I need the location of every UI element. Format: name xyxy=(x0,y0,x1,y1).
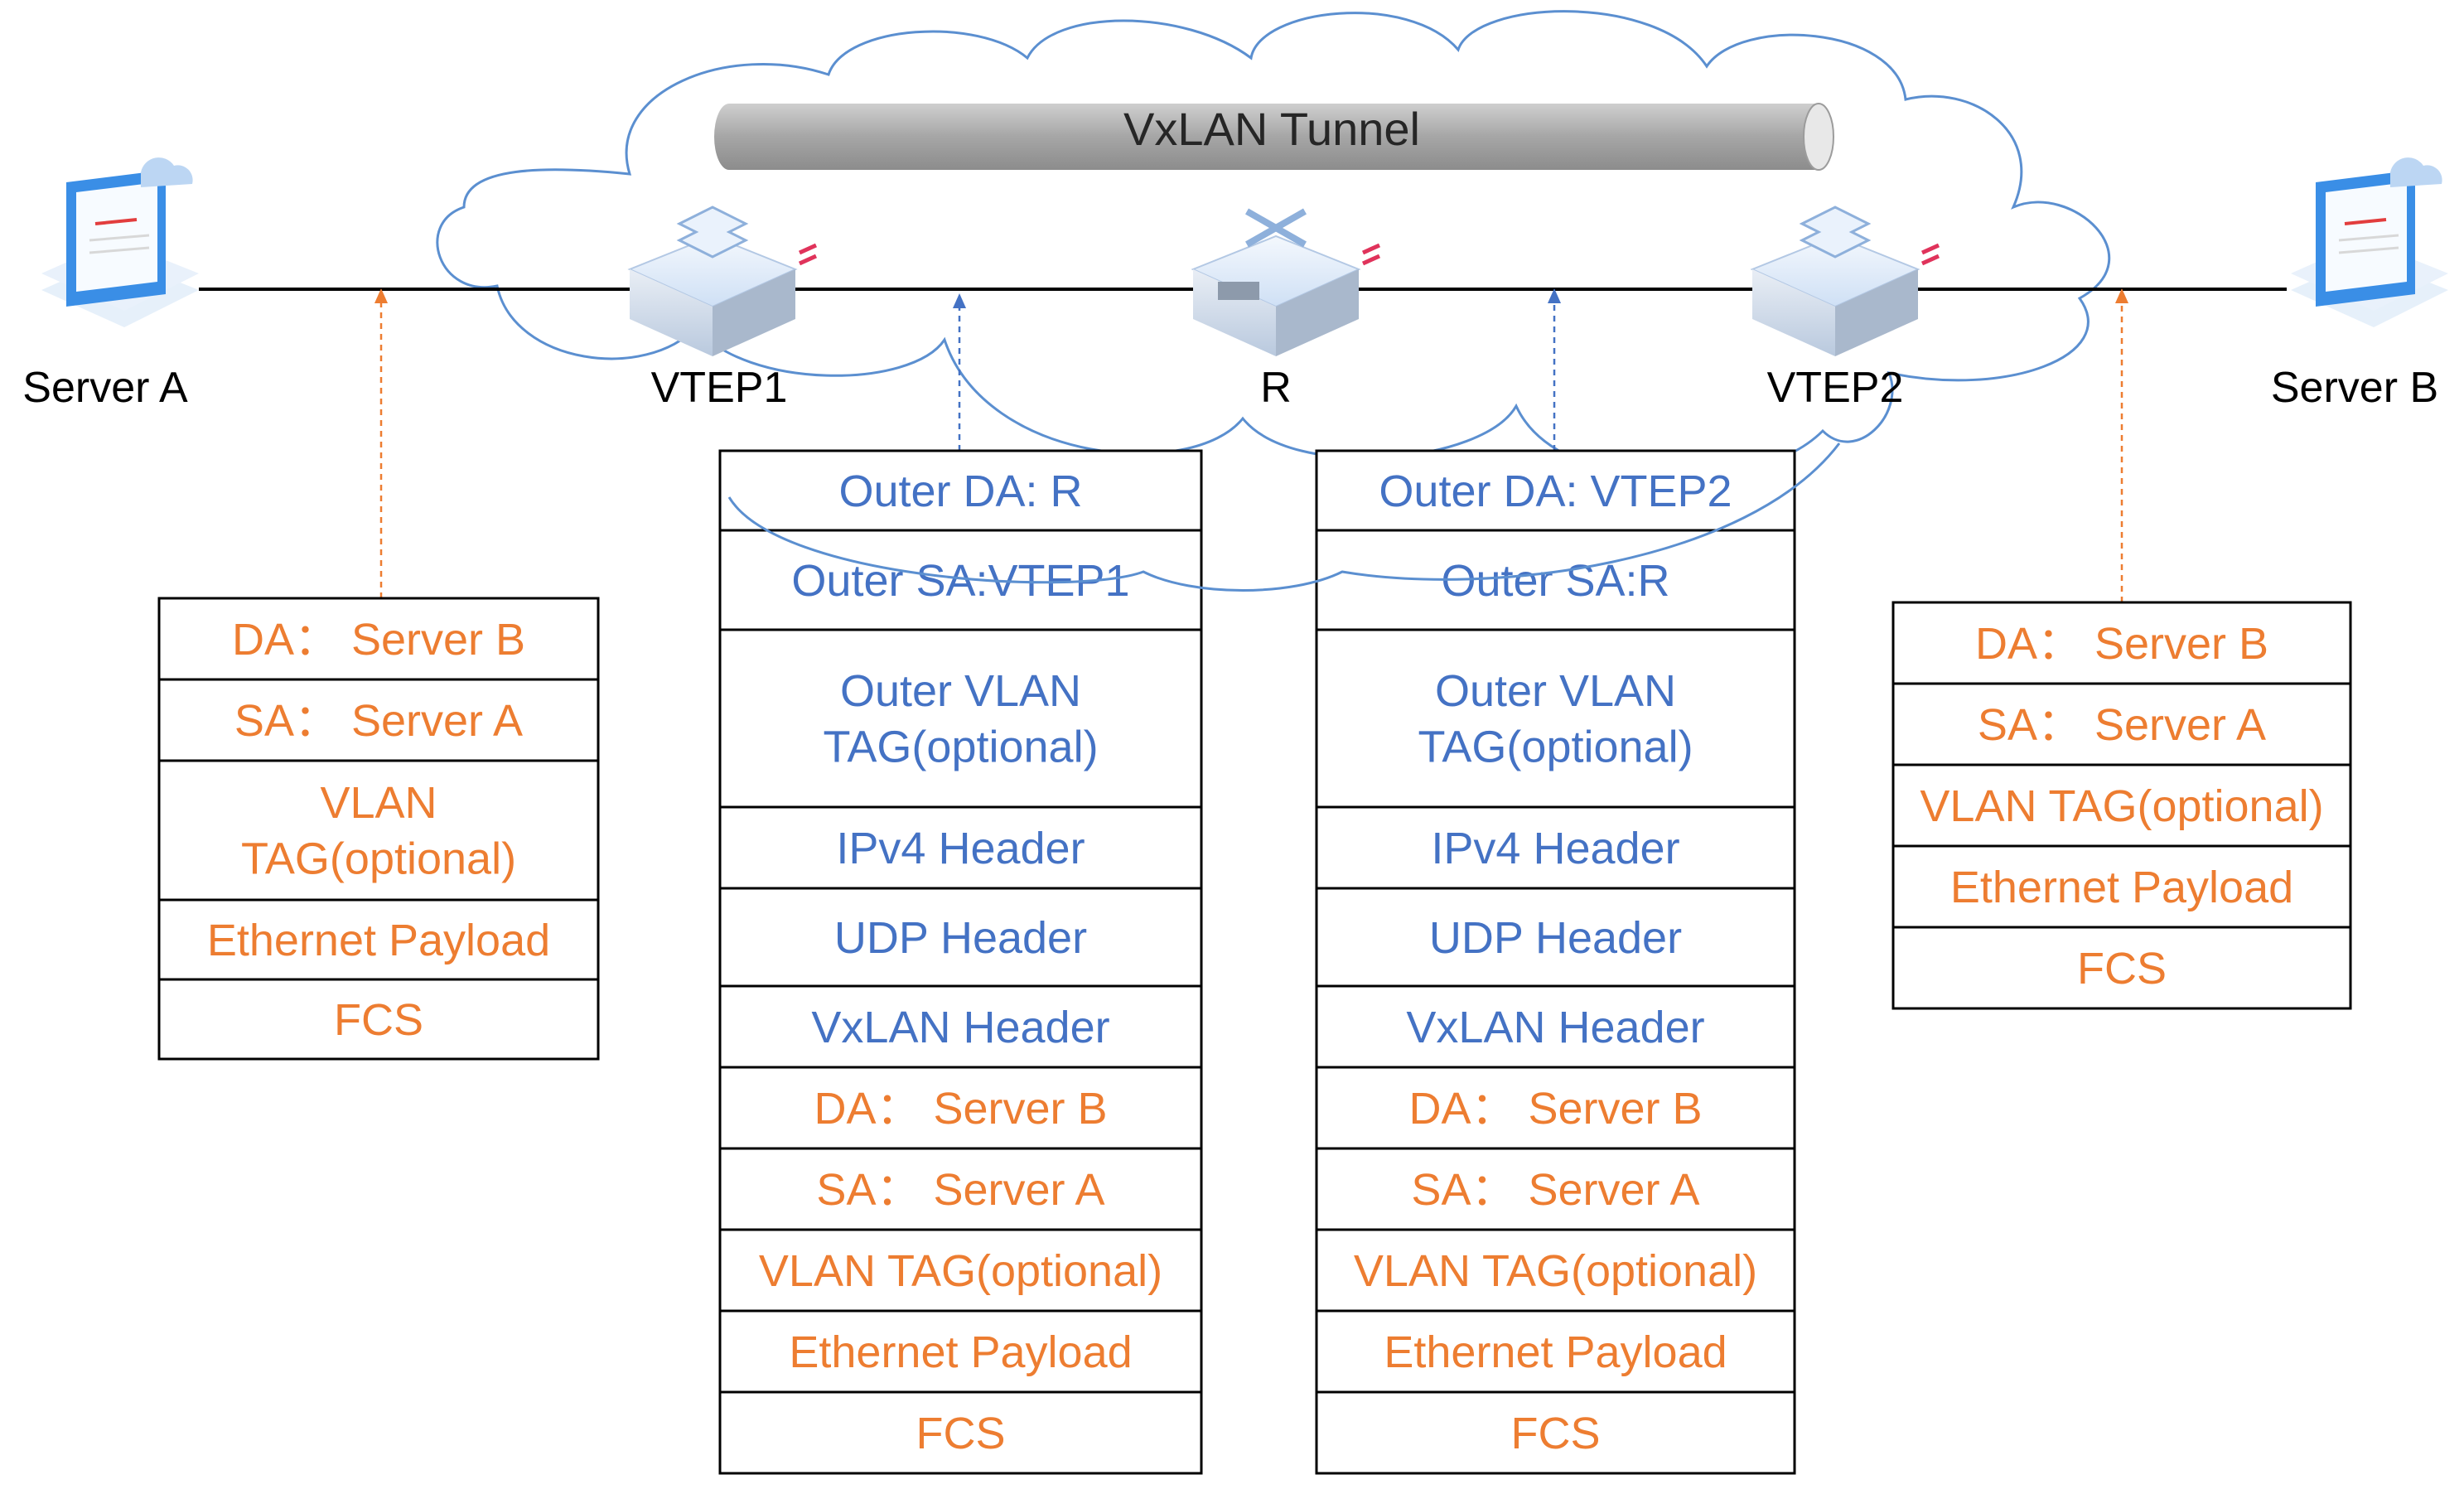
frame-row xyxy=(1891,763,2352,848)
frame-field-label: VLAN TAG(optional) xyxy=(759,1246,1162,1296)
vtep2-switch-icon xyxy=(1750,205,1940,356)
frame-row xyxy=(1315,1147,1796,1231)
vxlan-tunnel: VxLAN Tunnel xyxy=(714,103,1834,171)
frame-row xyxy=(157,759,600,902)
frame-row xyxy=(718,1066,1203,1150)
frame-field-label: SA： Server A xyxy=(1978,700,2266,750)
frame-row xyxy=(718,805,1203,890)
frame-field-label: DA： Server B xyxy=(814,1084,1107,1134)
frame-field-label: SA： Server A xyxy=(234,696,523,746)
frame-original-right: DA： Server B SA： Server A VLAN TAG(optiona… xyxy=(1891,601,2352,1010)
tunnel-label: VxLAN Tunnel xyxy=(1123,103,1420,155)
frame-field-label: FCS xyxy=(334,995,423,1045)
server-b-device: Server B xyxy=(2271,157,2448,412)
frame-row xyxy=(1315,887,1796,988)
frame-row xyxy=(157,978,600,1061)
frame-field-label: VLAN TAG(optional) xyxy=(1920,781,2323,831)
frame-row xyxy=(718,628,1203,809)
frame-field-label: UDP Header xyxy=(1429,913,1682,963)
frame-field-label: UDP Header xyxy=(834,913,1087,963)
frame-field-label: DA： Server B xyxy=(1408,1084,1702,1134)
vtep2-device: VTEP2 xyxy=(1750,205,1940,412)
vtep1-device: VTEP1 xyxy=(627,205,818,412)
frame-field-label: VxLAN Header xyxy=(811,1003,1109,1052)
frame-row xyxy=(1315,628,1796,809)
frame-row xyxy=(1891,601,2352,685)
vtep1-label: VTEP1 xyxy=(651,364,788,412)
frame-row xyxy=(157,597,600,681)
router-r-icon xyxy=(1191,208,1381,356)
server-b-icon xyxy=(2291,157,2448,327)
frame-row xyxy=(718,1309,1203,1394)
frame-field-label: IPv4 Header xyxy=(1431,824,1679,873)
frame-field-label: Ethernet Payload xyxy=(789,1327,1132,1377)
frame-field-label: Ethernet Payload xyxy=(1950,863,2293,912)
pointer-arrow-original-right xyxy=(2115,288,2128,602)
frame-row xyxy=(718,984,1203,1069)
frame-field-label: SA： Server A xyxy=(1411,1165,1699,1215)
pointer-arrows xyxy=(374,288,2128,602)
pointer-arrow-original-left xyxy=(374,288,388,598)
frame-field-label: Ethernet Payload xyxy=(207,916,550,965)
frame-row xyxy=(157,898,600,981)
cloud-overlap-arc xyxy=(727,442,1841,592)
frame-row xyxy=(1891,926,2352,1010)
frame-field-label: Outer SA:R xyxy=(1441,556,1669,606)
frame-field-label: DA： Server B xyxy=(232,615,525,665)
frame-field-label: FCS xyxy=(916,1409,1006,1458)
pointer-arrow-vtep1-frame xyxy=(953,293,966,451)
frame-field-label: Outer DA: R xyxy=(838,467,1082,516)
frame-row xyxy=(718,1147,1203,1231)
frame-field-label: SA： Server A xyxy=(816,1165,1104,1215)
frame-row xyxy=(1891,844,2352,929)
frame-row xyxy=(1315,529,1796,631)
router-r-label: R xyxy=(1260,364,1292,412)
server-a-device: Server A xyxy=(22,157,199,412)
vtep2-label: VTEP2 xyxy=(1767,364,1904,412)
vtep1-switch-icon xyxy=(627,205,818,356)
frame-row xyxy=(1315,805,1796,890)
frame-row xyxy=(718,1390,1203,1475)
frame-field-label: VLAN TAG(optional) xyxy=(1354,1246,1757,1296)
frame-field-label: Ethernet Payload xyxy=(1384,1327,1727,1377)
router-r-device: R xyxy=(1191,208,1381,412)
frame-field-label: FCS xyxy=(1511,1409,1601,1458)
frame-field-label: VxLAN Header xyxy=(1406,1003,1704,1052)
frame-field-label: Outer DA: VTEP2 xyxy=(1379,467,1732,516)
frame-row xyxy=(1315,1228,1796,1313)
server-a-icon xyxy=(41,157,199,327)
frame-row xyxy=(1315,1066,1796,1150)
frame-field-label: IPv4 Header xyxy=(836,824,1085,873)
pointer-arrow-vtep2-frame xyxy=(1548,288,1561,451)
frame-row xyxy=(1315,1390,1796,1475)
server-a-label: Server A xyxy=(22,364,188,412)
frame-row xyxy=(1891,682,2352,766)
server-b-label: Server B xyxy=(2271,364,2438,412)
network-cloud xyxy=(436,10,2111,480)
frame-field-label: FCS xyxy=(2077,944,2167,994)
frame-row xyxy=(718,887,1203,988)
frame-field-label: DA： Server B xyxy=(1975,619,2268,669)
